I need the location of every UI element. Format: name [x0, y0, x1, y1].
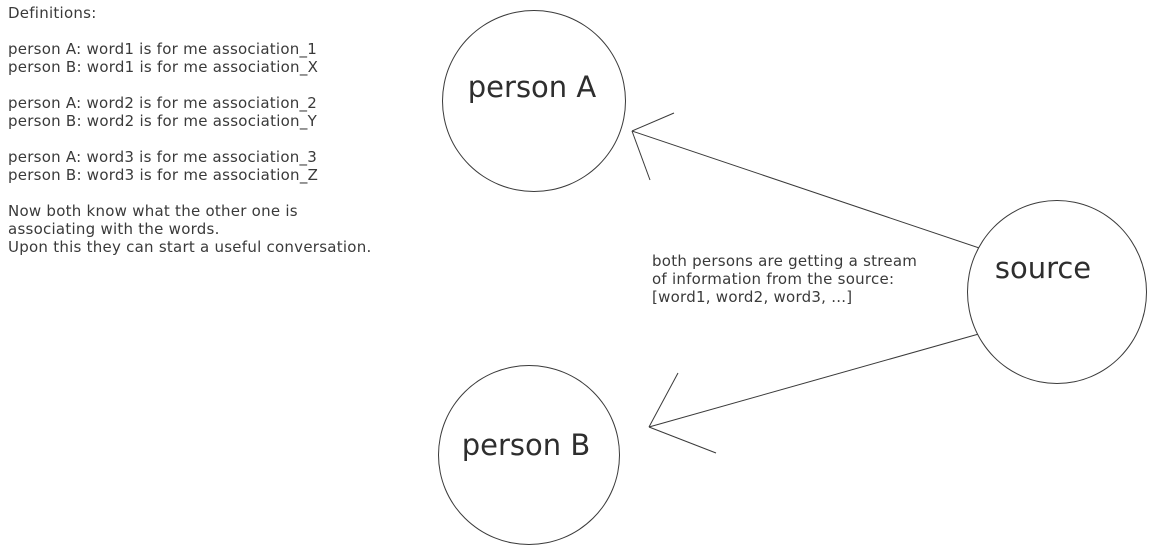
arrowhead-lower-wing	[648, 426, 717, 454]
node-source-label: source	[994, 251, 1092, 285]
node-person-a: person A	[442, 10, 626, 192]
arrow-shaft	[631, 130, 1001, 256]
arrow-shaft	[648, 327, 1001, 428]
stream-annotation: both persons are getting a stream of inf…	[652, 252, 918, 306]
arrow-source-to-person-a	[631, 112, 1001, 256]
arrow-source-to-person-b	[648, 327, 1001, 454]
node-person-a-label: person A	[467, 70, 597, 104]
arrowhead-lower-wing	[631, 130, 651, 181]
definitions-text: Definitions: person A: word1 is for me a…	[8, 4, 372, 256]
node-person-b: person B	[438, 365, 620, 545]
node-source: source	[967, 200, 1147, 384]
node-person-b-label: person B	[461, 428, 591, 462]
arrowhead-upper-wing	[648, 372, 679, 428]
arrowhead-upper-wing	[631, 112, 675, 132]
